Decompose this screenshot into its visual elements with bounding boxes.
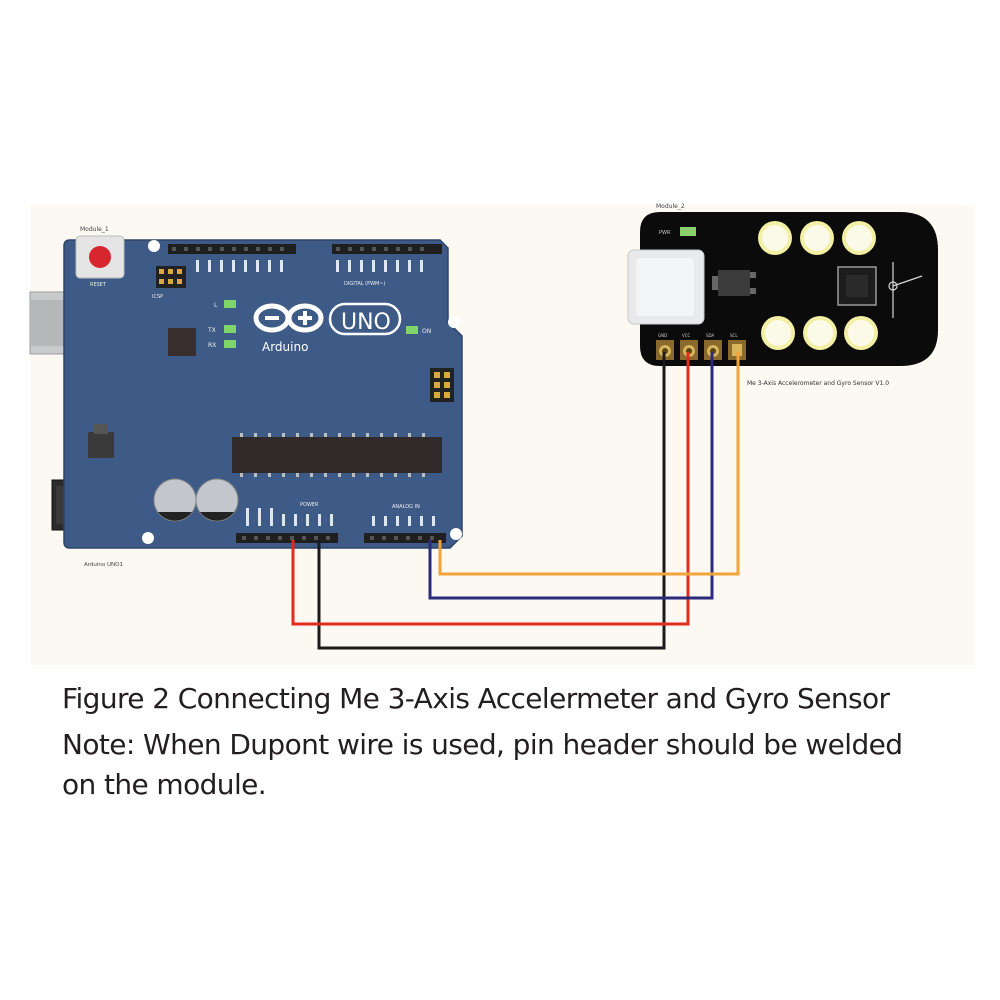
mount-hole	[142, 532, 154, 544]
led-on	[406, 326, 418, 334]
pin-label-sda: SDA	[706, 333, 715, 338]
arduino-brand: Arduino	[262, 340, 308, 354]
mount-hole	[448, 316, 460, 328]
analog-header-label: ANALOG IN	[392, 504, 420, 510]
sensor-regulator-tab	[712, 276, 718, 290]
capacitors	[153, 478, 239, 522]
figure-caption: Figure 2 Connecting Me 3-Axis Accelermet…	[62, 682, 890, 715]
wires	[291, 352, 740, 650]
status-leds: L TX RX ON	[207, 300, 431, 349]
sensor-regulator-pin	[750, 288, 756, 294]
sensor-part-label: Me 3-Axis Accelerometer and Gyro Sensor …	[747, 380, 889, 387]
icsp-label: ICSP	[152, 294, 163, 300]
digital-header-label: DIGITAL (PWM~)	[344, 281, 386, 287]
led-l	[224, 300, 236, 308]
sensor-led-label: PWR	[659, 230, 671, 236]
arduino-logo: UNO Arduino	[253, 302, 402, 354]
axis-indicator-icon	[888, 262, 923, 318]
note-line-1: Note: When Dupont wire is used, pin head…	[62, 728, 903, 761]
led-l-label: L	[214, 302, 218, 309]
gyro-sensor-module: Module_2 PWR	[627, 203, 938, 387]
sensor-regulator	[718, 270, 750, 296]
digital-header-top: DIGITAL (PWM~)	[168, 244, 442, 287]
pin-label-scl: SCL	[730, 333, 738, 338]
led-on-label: ON	[422, 328, 431, 335]
led-tx-label: TX	[207, 327, 216, 334]
chip-pins	[240, 433, 425, 477]
icsp-header-right	[430, 368, 454, 402]
sensor-mount-holes	[758, 221, 878, 350]
rj25-connector-inner	[636, 258, 694, 316]
mount-hole	[148, 240, 160, 252]
sensor-regulator-pin	[750, 272, 756, 278]
uno-badge	[328, 302, 402, 336]
mpu-sensor-chip-core	[846, 275, 868, 297]
sensor-power-led	[680, 227, 696, 236]
wire-vcc	[291, 352, 690, 626]
arduino-part-label: Arduino UNO1	[84, 562, 123, 568]
wire-gnd	[317, 352, 666, 650]
icsp-header-small: ICSP	[152, 266, 186, 300]
power-header-label: POWER	[300, 502, 319, 508]
led-rx	[224, 340, 236, 348]
voltage-regulator-tab	[94, 424, 108, 434]
sensor-module-label: Module_2	[656, 203, 685, 210]
voltage-regulator	[88, 432, 114, 458]
power-header: POWER	[236, 502, 338, 543]
main-microcontroller	[232, 437, 442, 473]
note-line-2: on the module.	[62, 768, 267, 801]
led-rx-label: RX	[208, 342, 216, 349]
led-tx	[224, 325, 236, 333]
reset-button-cap[interactable]	[89, 246, 111, 268]
analog-header: ANALOG IN	[364, 504, 446, 543]
arduino-module-label: Module_1	[80, 226, 109, 233]
arduino-pcb	[63, 239, 463, 549]
wire-sda	[428, 352, 714, 600]
reset-label: RESET	[90, 282, 107, 288]
mount-hole	[450, 528, 462, 540]
usb-chip	[168, 328, 196, 356]
pin-label-vcc: VCC	[682, 333, 691, 338]
arduino-uno-board: Module_1 RESET ICSP	[29, 226, 463, 568]
uno-label: UNO	[341, 310, 391, 335]
pin-label-gnd: GND	[658, 333, 667, 338]
wire-scl	[438, 352, 740, 576]
